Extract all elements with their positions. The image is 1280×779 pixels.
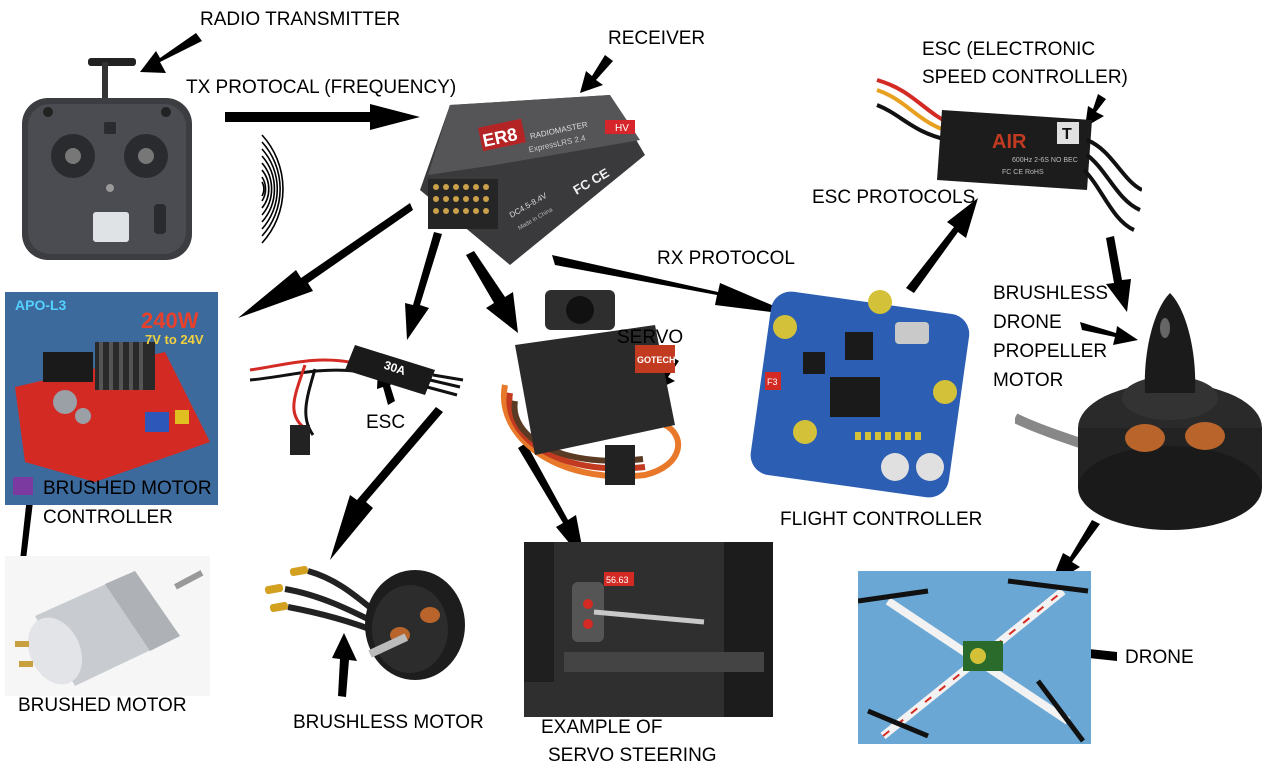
servo-brand-text: GOTECH — [637, 355, 676, 365]
label-servo-steering-line2: SERVO STEERING — [548, 745, 717, 766]
arrow-drone-motor-label — [1080, 322, 1138, 345]
brushed-motor-controller-image: APO-L3 240W 7V to 24V — [5, 292, 218, 505]
steering-graphic: 56.63 — [524, 542, 773, 717]
label-brushless-drone-line2: DRONE — [993, 312, 1062, 333]
esc-large-badge-text: T — [1062, 126, 1072, 143]
arrow-esc-to-brushless-motor — [330, 407, 443, 560]
controller-board-graphic — [13, 342, 210, 495]
arrow-esc-to-drone-motor — [1106, 236, 1131, 312]
label-brushed-controller-line2: CONTROLLER — [43, 507, 173, 528]
receiver-hv-text: HV — [615, 123, 629, 134]
label-tx-protocol: TX PROTOCAL (FREQUENCY) — [186, 77, 457, 98]
brushed-motor-image — [5, 556, 210, 696]
label-brushless-drone-line3: PROPELLER — [993, 341, 1108, 362]
brushless-drone-motor-image — [1015, 293, 1262, 530]
arrow-motor-to-drone — [1050, 520, 1100, 585]
label-servo: SERVO — [617, 327, 684, 348]
esc-large-brand-text: AIR — [992, 131, 1027, 153]
servo-steering-image: 56.63 — [524, 542, 773, 717]
arrow-rx-to-brushed-controller — [238, 203, 413, 318]
label-receiver: RECEIVER — [608, 28, 706, 49]
esc-large-spec-text: 600Hz 2-6S NO BEC — [1012, 157, 1078, 164]
arrow-esc-full-label — [1085, 94, 1106, 127]
arrow-servo-to-steering — [518, 443, 585, 562]
esc-large-marks-text: FC CE RoHS — [1002, 169, 1044, 176]
label-brushed-motor: BRUSHED MOTOR — [18, 695, 187, 716]
controller-name-text: APO-L3 — [15, 297, 67, 313]
label-brushless-drone-line1: BRUSHLESS — [993, 283, 1109, 304]
drone-image — [858, 571, 1091, 744]
label-brushless-motor: BRUSHLESS MOTOR — [293, 712, 484, 733]
arrow-brushless-motor-label — [332, 633, 357, 697]
arrow-radio-label — [140, 33, 202, 73]
servo-image: GOTECH — [500, 290, 682, 485]
controller-volts-text: 7V to 24V — [145, 332, 204, 347]
arrow-esc-protocols — [906, 198, 978, 293]
radio-transmitter-image — [22, 58, 192, 260]
esc-small-rating-text: 30A — [382, 358, 408, 378]
arrow-receiver-label — [580, 55, 613, 93]
label-drone: DRONE — [1125, 647, 1194, 668]
label-esc-protocols: ESC PROTOCOLS — [812, 187, 976, 208]
arrow-tx-protocol — [225, 104, 420, 130]
label-flight-controller: FLIGHT CONTROLLER — [780, 509, 983, 530]
label-rx-protocol: RX PROTOCOL — [657, 248, 795, 269]
arrow-rx-to-servo — [466, 251, 518, 333]
label-esc-full-line1: ESC (ELECTRONIC — [922, 39, 1096, 60]
label-brushless-drone-line4: MOTOR — [993, 370, 1064, 391]
drone-graphic — [858, 578, 1089, 743]
label-esc: ESC — [366, 412, 406, 433]
label-brushed-controller-line1: BRUSHED MOTOR — [43, 478, 212, 499]
arrow-rx-to-flight-controller — [552, 255, 795, 315]
steering-display-text: 56.63 — [606, 575, 629, 585]
esc-image: 30A — [249, 345, 464, 455]
receiver-image: ER8 RADIOMASTER ExpressLRS 2.4 HV DC4.5-… — [420, 95, 645, 265]
brushless-motor-image — [264, 565, 465, 680]
label-esc-full-line2: SPEED CONTROLLER) — [922, 67, 1128, 88]
esc-large-image: AIR T 600Hz 2-6S NO BEC FC CE RoHS — [876, 78, 1142, 232]
fc-mark-text: F3 — [767, 377, 778, 387]
arrow-rx-to-esc — [405, 232, 442, 340]
controller-power-text: 240W — [141, 308, 199, 333]
label-radio-transmitter: RADIO TRANSMITTER — [200, 9, 401, 30]
label-servo-steering-line1: EXAMPLE OF — [541, 717, 663, 738]
radio-waves-icon — [261, 134, 284, 244]
flight-controller-image: F3 — [750, 290, 970, 498]
